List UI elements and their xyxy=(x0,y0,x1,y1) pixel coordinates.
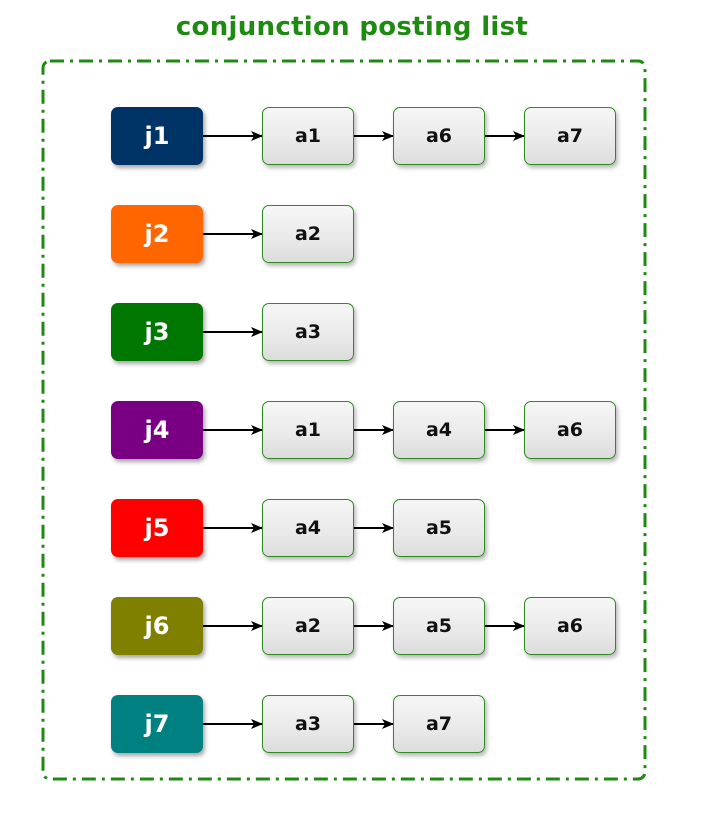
posting-row-j7: j7 a3 a7 xyxy=(0,695,704,753)
posting-row-j6: j6 a2 a5 a6 xyxy=(0,597,704,655)
conjunction-key-j1: j1 xyxy=(111,107,203,165)
posting-node-a4: a4 xyxy=(262,499,354,557)
arrow-layer xyxy=(203,131,525,729)
posting-node-a3: a3 xyxy=(262,695,354,753)
posting-node-a6: a6 xyxy=(524,401,616,459)
conjunction-key-j2: j2 xyxy=(111,205,203,263)
posting-list-frame xyxy=(41,59,647,781)
posting-row-j5: j5 a4 a5 xyxy=(0,499,704,557)
posting-node-a7: a7 xyxy=(393,695,485,753)
posting-node-a1: a1 xyxy=(262,401,354,459)
diagram-title: conjunction posting list xyxy=(175,12,529,42)
posting-node-a2: a2 xyxy=(262,597,354,655)
conjunction-key-j6: j6 xyxy=(111,597,203,655)
posting-node-a6: a6 xyxy=(524,597,616,655)
posting-node-a7: a7 xyxy=(524,107,616,165)
posting-row-j2: j2 a2 xyxy=(0,205,704,263)
conjunction-key-j3: j3 xyxy=(111,303,203,361)
conjunction-key-j7: j7 xyxy=(111,695,203,753)
posting-node-a5: a5 xyxy=(393,597,485,655)
posting-node-a4: a4 xyxy=(393,401,485,459)
conjunction-key-j4: j4 xyxy=(111,401,203,459)
posting-node-a3: a3 xyxy=(262,303,354,361)
conjunction-key-j5: j5 xyxy=(111,499,203,557)
posting-node-a2: a2 xyxy=(262,205,354,263)
posting-row-j1: j1 a1 a6 a7 xyxy=(0,107,704,165)
posting-node-a5: a5 xyxy=(393,499,485,557)
posting-row-j3: j3 a3 xyxy=(0,303,704,361)
posting-row-j4: j4 a1 a4 a6 xyxy=(0,401,704,459)
posting-node-a6: a6 xyxy=(393,107,485,165)
posting-node-a1: a1 xyxy=(262,107,354,165)
